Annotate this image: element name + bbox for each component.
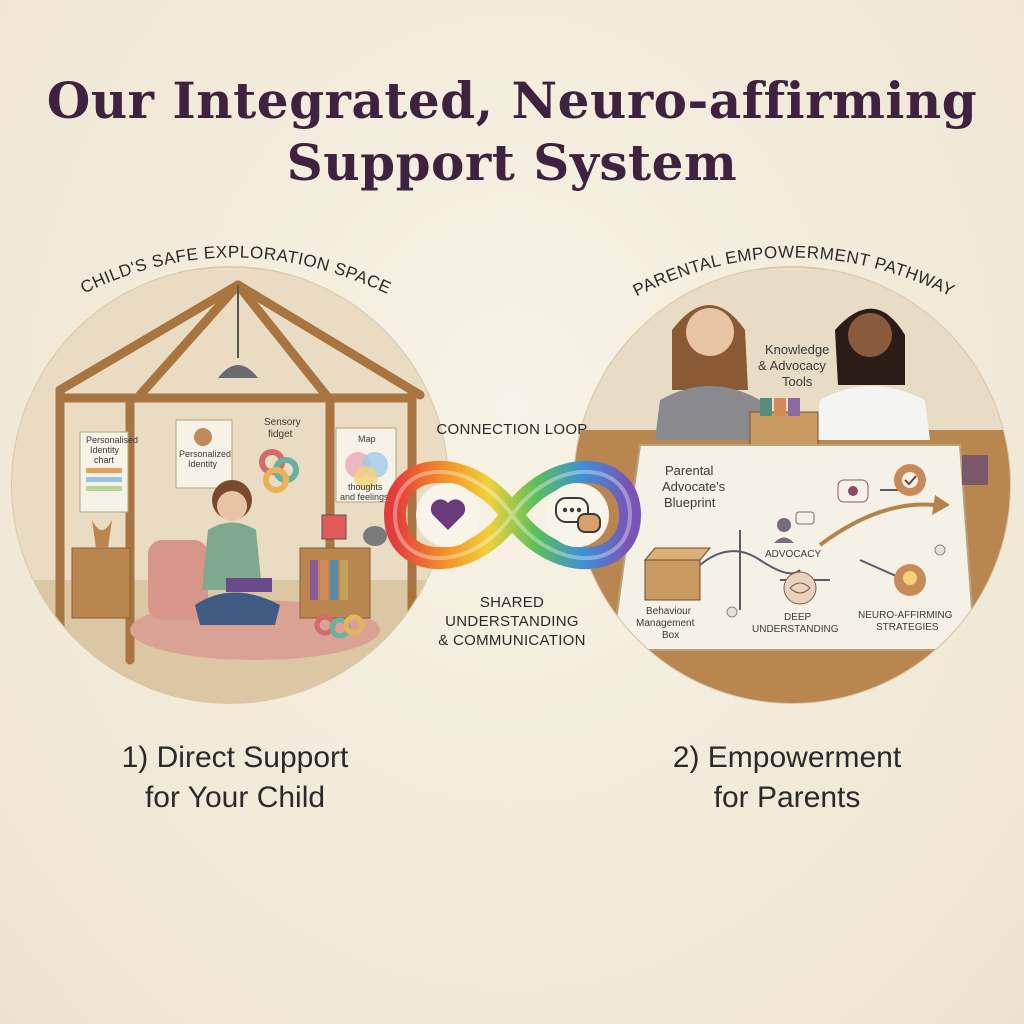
lamp-icon [218, 365, 258, 378]
page-title: Our Integrated, Neuro-affirming Support … [0, 70, 1024, 194]
infinity-loop [383, 460, 642, 570]
box-label-3: Box [662, 630, 679, 641]
blueprint-label-2: Advocate's [662, 479, 726, 494]
left-caption-line-1: 1) Direct Support [121, 741, 349, 774]
blueprint-label-3: Blueprint [664, 495, 716, 510]
professional-figure [815, 308, 930, 440]
identity-label-2: Identity [188, 459, 218, 469]
box-label-2: Management [636, 618, 695, 629]
gear-check-icon [894, 464, 926, 496]
blueprint-label-1: Parental [665, 463, 714, 478]
floor-fidget-icon [314, 614, 365, 639]
loop-sub-line-1: SHARED [479, 594, 545, 611]
deep-label-1: DEEP [784, 612, 812, 623]
parent-pathway-scene: Knowledge & Advocacy Tools Parental Advo… [573, 266, 1011, 704]
loop-sub-line-3: & COMMUNICATION [438, 632, 586, 649]
fidget-icon [259, 449, 299, 493]
left-caption-line-2: for Your Child [144, 781, 326, 814]
chart-label-1: Personalised [86, 435, 138, 445]
chart-label-2: Identity [90, 445, 120, 455]
identity-label-1: Personalized [179, 449, 231, 459]
brain-icon [783, 571, 817, 605]
left-caption: 1) Direct Support for Your Child [70, 738, 400, 818]
parent-figure [655, 305, 765, 440]
advocacy-icon [774, 511, 815, 543]
heart-icon [430, 499, 466, 530]
chat-bubbles-icon [555, 497, 601, 533]
fidget-label-1: Sensory [264, 417, 301, 428]
heart-bubble-icon [837, 479, 869, 503]
title-line-2: Support System [286, 133, 738, 192]
gear-bulb-icon [894, 564, 926, 596]
map-label-1: Map [358, 434, 376, 444]
box-label-1: Behaviour [646, 606, 692, 617]
right-caption-line-2: for Parents [713, 781, 861, 814]
title-line-1: Our Integrated, Neuro-affirming [46, 71, 978, 130]
deep-label-2: UNDERSTANDING [752, 624, 839, 635]
tools-label-3: Tools [782, 374, 813, 389]
behaviour-box-icon [643, 547, 712, 601]
child-figure [195, 480, 280, 625]
child-space-scene: Personalised Identity chart Personalized… [11, 266, 449, 704]
tools-label-1: Knowledge [765, 342, 829, 357]
loop-sub-line-2: UNDERSTANDING [445, 613, 579, 630]
connection-loop-title-text: CONNECTION LOOP [436, 421, 588, 438]
advocacy-label: ADVOCACY [765, 549, 821, 560]
map-label-3: and feelings [340, 492, 389, 502]
strategies-label-2: STRATEGIES [876, 622, 939, 633]
connection-loop-title: CONNECTION LOOP [420, 420, 604, 439]
connection-loop-subtitle: SHARED UNDERSTANDING & COMMUNICATION [420, 593, 604, 650]
fidget-label-2: fidget [268, 429, 293, 440]
right-caption-line-1: 2) Empowerment [672, 741, 902, 774]
map-label-2: thoughts [348, 482, 383, 492]
chart-label-3: chart [94, 455, 115, 465]
strategies-label-1: NEURO-AFFIRMING [858, 610, 953, 621]
connection-loop [383, 460, 642, 570]
tools-label-2: & Advocacy [758, 358, 826, 373]
rubiks-cube [321, 514, 347, 540]
right-caption: 2) Empowerment for Parents [622, 738, 952, 818]
